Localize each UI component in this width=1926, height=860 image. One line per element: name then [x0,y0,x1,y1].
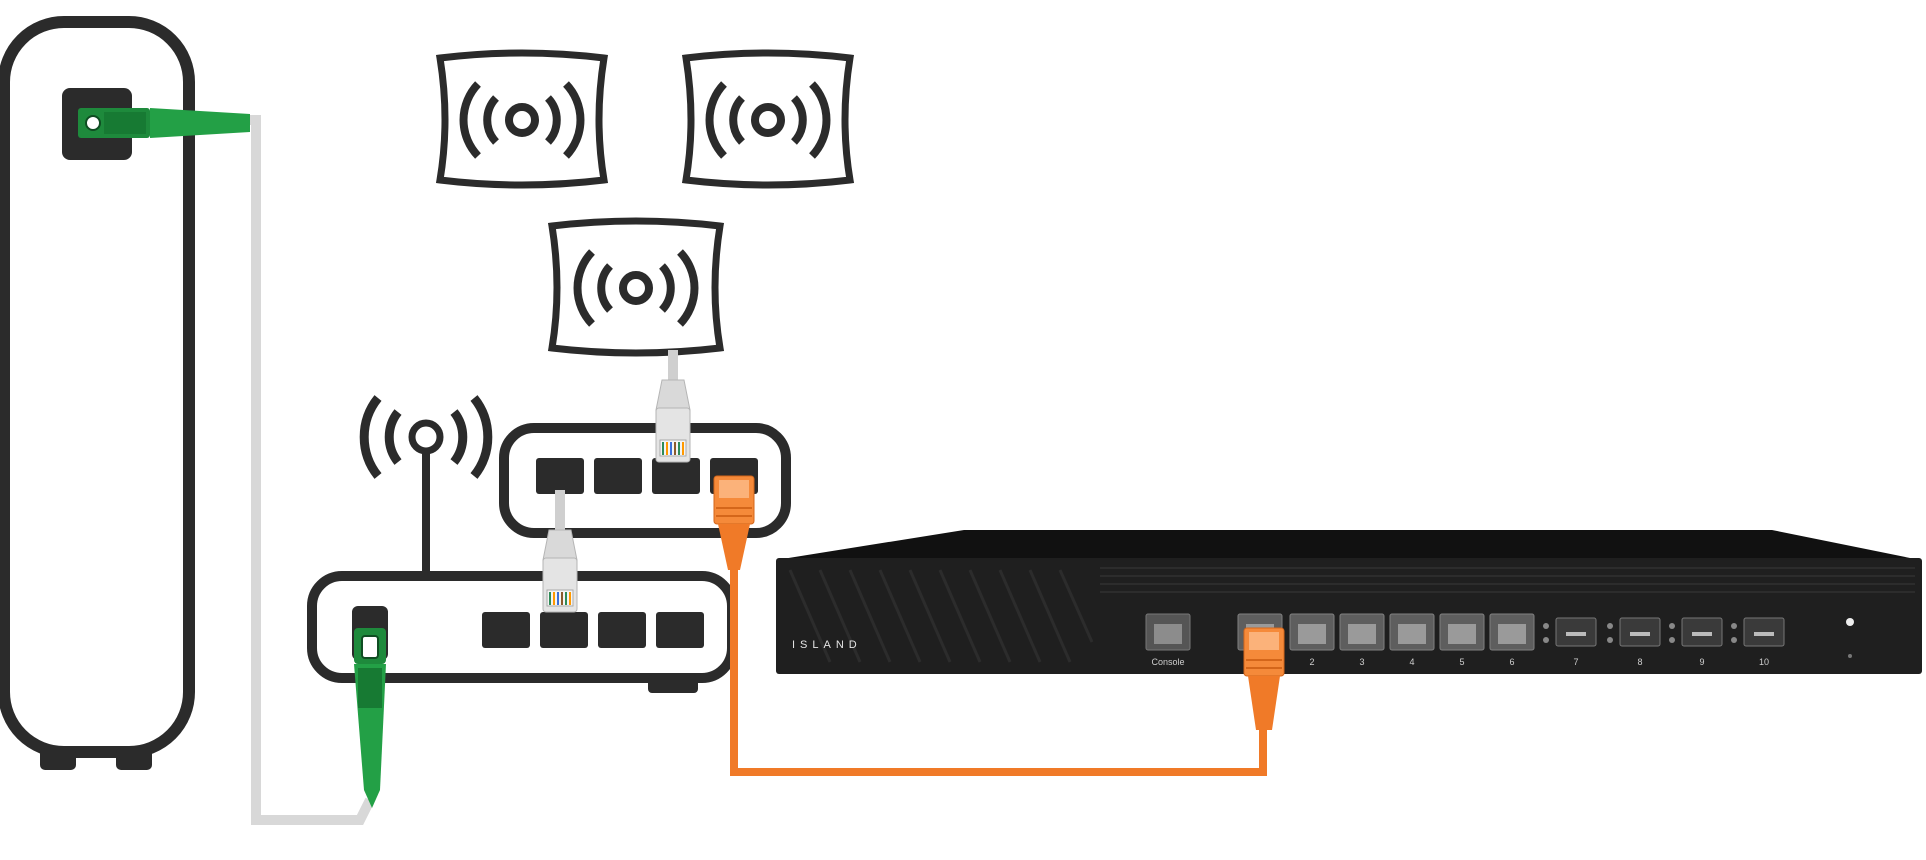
port-label-2: 2 [1309,657,1314,667]
island-appliance: ISLAND Console [776,530,1922,674]
ethernet-port-6 [1489,613,1535,651]
ethernet-cable-orange [730,540,1267,776]
sfp-port-8 [1607,617,1661,647]
reset-pinhole [1848,654,1852,658]
sfp-port-7 [1543,617,1597,647]
island-brand-label: ISLAND [792,639,862,651]
port-label-6: 6 [1509,657,1514,667]
port-label-8: 8 [1637,657,1642,667]
ethernet-plug-orange-island [1243,627,1285,730]
ethernet-plug-orange-switch [713,475,755,570]
ethernet-port-4 [1389,613,1435,651]
port-label-4: 4 [1409,657,1414,667]
fiber-connector-ont [78,108,250,138]
ethernet-plug-switch-port3 [655,379,691,463]
access-point-2 [681,49,855,189]
ethernet-port-3 [1339,613,1385,651]
port-label-5: 5 [1459,657,1464,667]
fiber-ont-device [0,16,195,770]
port-label-3: 3 [1359,657,1364,667]
port-label-7: 7 [1573,657,1578,667]
fiber-cable [228,115,375,825]
port-label-10: 10 [1759,657,1769,667]
access-point-3 [547,217,725,357]
power-led [1846,618,1854,626]
sfp-port-9 [1669,617,1723,647]
sfp-port-10 [1731,617,1785,647]
access-point-1 [435,49,609,189]
router-device [307,395,737,693]
port-label-9: 9 [1699,657,1704,667]
console-port-label: Console [1151,657,1184,667]
fiber-connector-router [354,628,386,808]
ethernet-port-2 [1289,613,1335,651]
console-port [1145,613,1191,651]
ethernet-port-5 [1439,613,1485,651]
ethernet-plug-router-port2 [542,529,578,613]
